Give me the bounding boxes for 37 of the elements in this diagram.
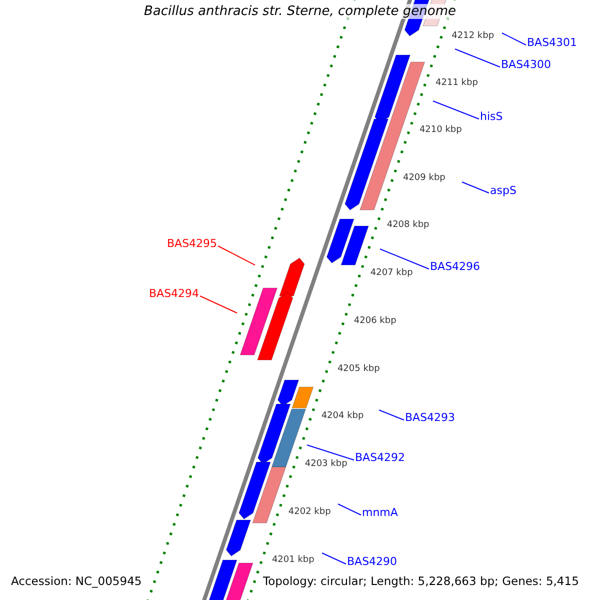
kbp-label: 4203 kbp [304, 460, 348, 468]
title: Bacillus anthracis str. Sterne, complete genome [142, 4, 458, 19]
kbp-label: 4205 kbp [337, 364, 380, 374]
kbp-label: 4207 kbp [370, 268, 413, 278]
kbp-label: 4206 kbp [354, 316, 396, 326]
leader-line [380, 248, 430, 270]
kbp-label: 4210 kbp [419, 126, 462, 134]
leader-line [306, 444, 354, 460]
leader-line [378, 410, 404, 420]
gene-label: hisS [480, 111, 503, 122]
gene-label: BAS4292 [355, 452, 406, 463]
kbp-label: 4204 kbp [321, 412, 364, 420]
kbp-label: 4208 kbp [386, 220, 430, 230]
leader-line [432, 100, 480, 120]
leader-line [200, 296, 238, 314]
gene-label: mnmA [362, 507, 398, 518]
leader-line [218, 246, 256, 266]
gene-label: BAS4300 [501, 59, 552, 70]
gene-label: BAS4293 [405, 412, 456, 423]
genome-info-text: Topology: circular; Length: 5,228,663 bp; Genes: 5,415 [262, 576, 580, 588]
kbp-label: 4209 kbp [402, 174, 446, 182]
gene-label: BAS4295 [167, 238, 218, 249]
kbp-label: 4212 kbp [452, 32, 494, 40]
gene-label: BAS4294 [149, 288, 200, 299]
kbp-label: 4211 kbp [436, 78, 478, 88]
gene-label: BAS4296 [430, 261, 480, 272]
kbp-label: 4202 kbp [288, 508, 331, 516]
accession-text: Accession: NC_005945 [10, 576, 143, 588]
gene-label: BAS4301 [527, 37, 578, 48]
leader-line [322, 552, 346, 564]
leader-line [338, 504, 362, 516]
gene-label: aspS [490, 185, 516, 196]
gene-label: BAS4290 [347, 556, 398, 567]
kbp-label: 4201 kbp [272, 556, 314, 564]
leader-line [454, 48, 500, 68]
leader-line [502, 32, 526, 46]
leader-line [462, 182, 490, 194]
